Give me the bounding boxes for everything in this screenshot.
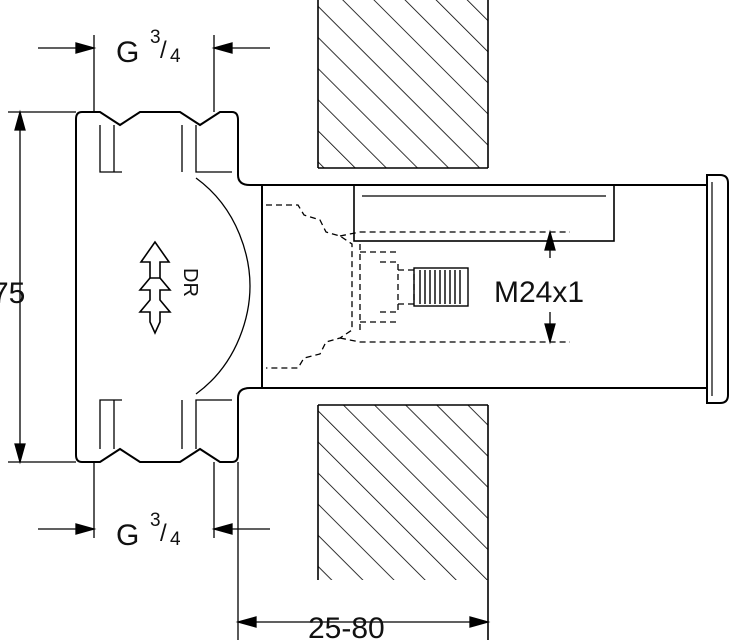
wall-section-top	[317, 0, 489, 169]
flow-arrow-icon	[138, 240, 172, 335]
thread-top-slash: /	[160, 37, 167, 64]
thread-top-denominator: 4	[170, 46, 181, 67]
thread-bottom-slash: /	[160, 520, 167, 547]
thread-top-base: G	[116, 36, 139, 69]
valve-body	[75, 111, 263, 463]
wall-range-label: 25-80	[308, 612, 385, 640]
stem-thread-label: M24x1	[494, 276, 584, 309]
splined-stem	[413, 267, 469, 307]
wall-section-bottom	[317, 404, 489, 640]
thread-bottom-denominator: 4	[170, 529, 181, 550]
height-value: 75	[0, 277, 25, 310]
dimension-height	[8, 109, 76, 465]
thread-top-numerator: 3	[150, 27, 161, 48]
dimension-thread-bottom	[38, 462, 270, 538]
extension-sleeve	[261, 174, 729, 404]
valve-body-details	[99, 125, 251, 449]
body-marking: DR	[179, 268, 201, 297]
thread-bottom-base: G	[116, 519, 139, 552]
thread-bottom-numerator: 3	[150, 510, 161, 531]
dimension-thread-top	[38, 35, 270, 112]
dimension-wall-range	[235, 462, 491, 640]
dimension-stem-thread	[544, 229, 556, 345]
